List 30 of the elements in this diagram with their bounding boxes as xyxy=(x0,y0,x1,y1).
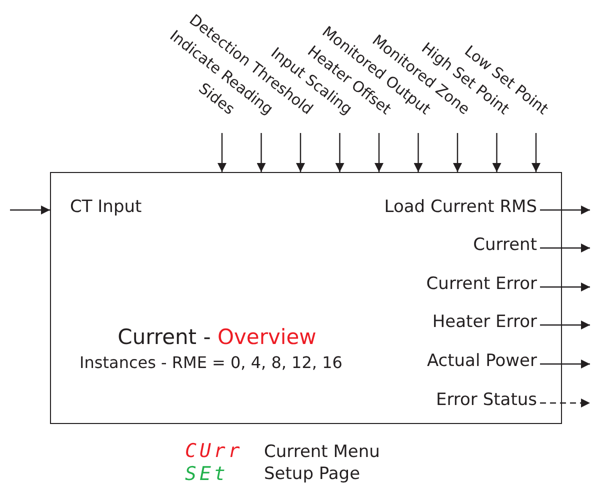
function-block xyxy=(50,172,562,424)
arrow xyxy=(218,133,226,172)
output-label: Error Status xyxy=(436,392,537,409)
arrow xyxy=(453,133,462,172)
arrow xyxy=(335,133,344,172)
output-label: Current Error xyxy=(426,276,537,293)
page-name: Setup Page xyxy=(264,466,360,483)
arrow xyxy=(532,133,540,172)
menu-name: Current Menu xyxy=(264,444,380,461)
arrow xyxy=(414,133,423,172)
output-label: Heater Error xyxy=(432,314,537,331)
output-label: Load Current RMS xyxy=(384,199,537,216)
arrow xyxy=(374,133,384,172)
instances-text: Instances - RME = 0, 4, 8, 12, 16 xyxy=(80,355,342,371)
arrow xyxy=(10,206,50,214)
arrow xyxy=(540,320,590,330)
arrow xyxy=(296,133,305,172)
arrow xyxy=(540,244,590,252)
arrow xyxy=(540,398,590,408)
arrow xyxy=(256,133,266,172)
input-label: CT Input xyxy=(70,199,142,216)
arrow xyxy=(540,360,590,368)
block-title: Current - Overview xyxy=(118,327,316,348)
output-label: Actual Power xyxy=(426,353,537,370)
arrow xyxy=(492,133,502,172)
arrow xyxy=(540,206,590,214)
output-label: Current xyxy=(473,237,537,254)
display-code: CUrr xyxy=(185,442,243,461)
arrow xyxy=(540,282,590,292)
display-code: SEt xyxy=(185,465,228,484)
